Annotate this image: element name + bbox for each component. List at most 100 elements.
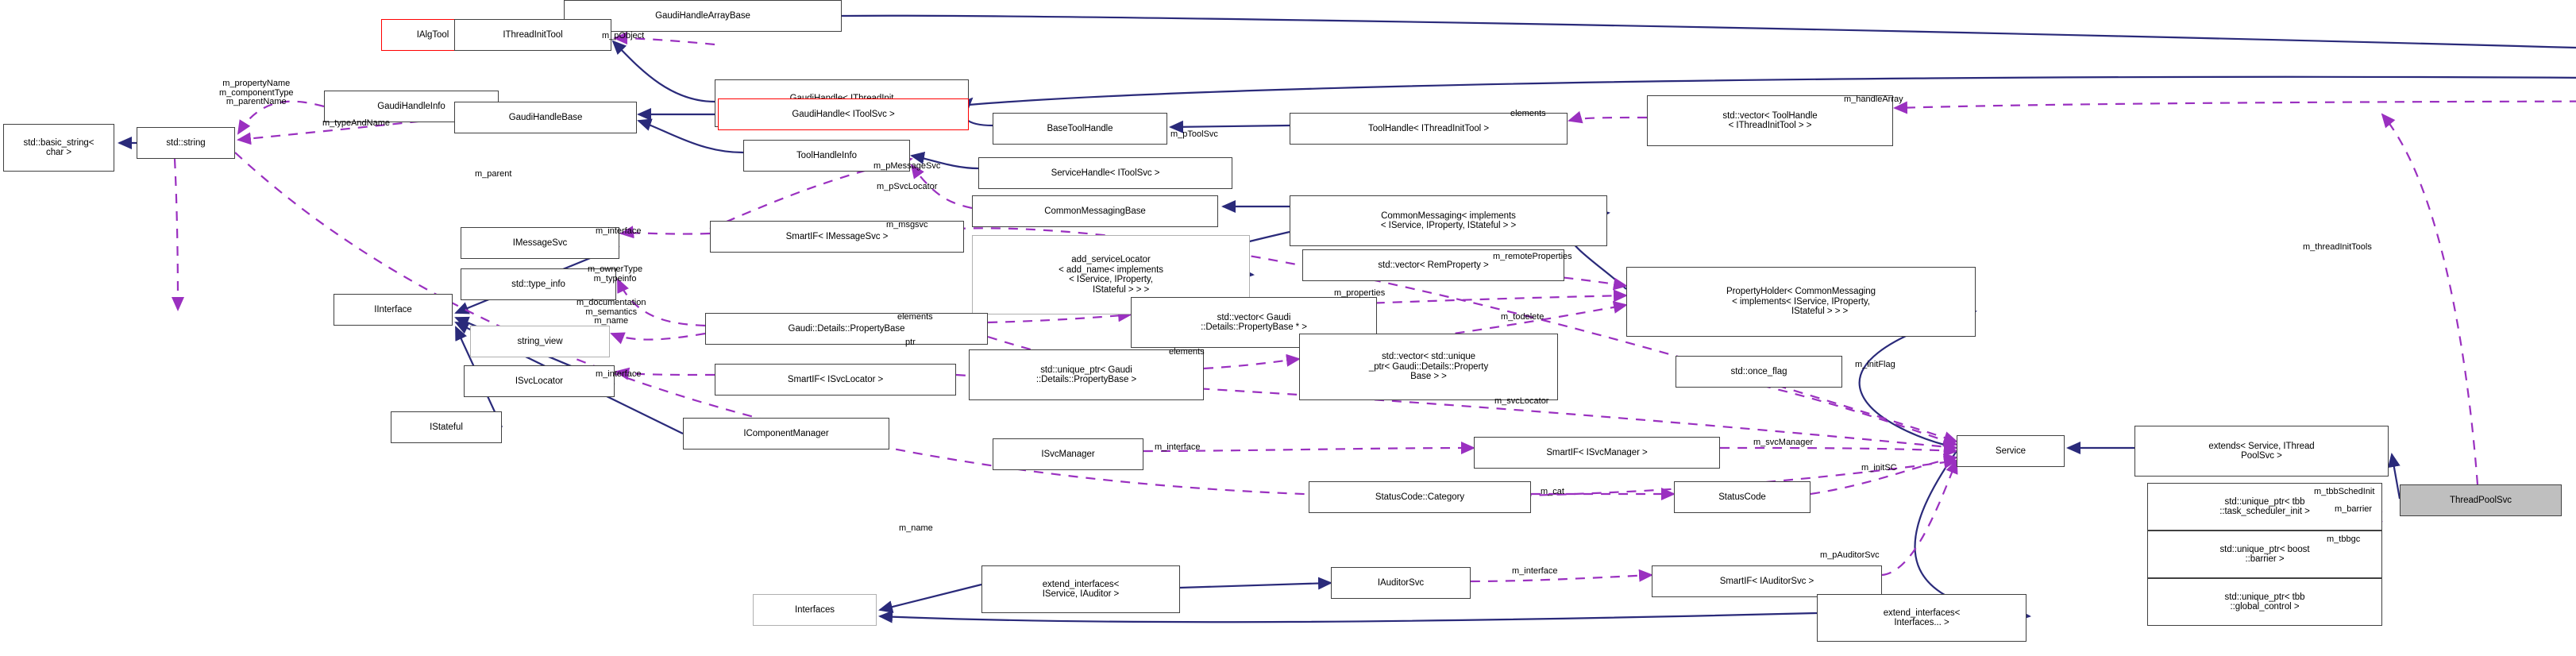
- edge-label-m_threadInitTools: m_threadInitTools: [2303, 242, 2372, 252]
- class-node-stdOnceFlag[interactable]: std::once_flag: [1676, 356, 1842, 388]
- class-node-stdString[interactable]: std::string: [137, 127, 235, 159]
- class-node-stdUniquePtrTaskSchedulerInit[interactable]: std::unique_ptr< tbb ::task_scheduler_in…: [2147, 483, 2382, 531]
- class-node-commonMessagingImplements[interactable]: CommonMessaging< implements < IService, …: [1290, 195, 1607, 246]
- edge-label-m_tbbSchedInit: m_tbbSchedInit: [2314, 487, 2375, 496]
- class-node-label: SmartIF< ISvcManager >: [1546, 447, 1648, 457]
- edge-label-m_interface_svclocator: m_interface: [596, 369, 642, 379]
- class-node-label: SmartIF< ISvcLocator >: [787, 374, 884, 384]
- class-node-label: std::basic_string< char >: [23, 137, 94, 158]
- class-node-stdBasicString[interactable]: std::basic_string< char >: [3, 124, 114, 172]
- class-node-smartIFISvcManager[interactable]: SmartIF< ISvcManager >: [1474, 437, 1720, 469]
- class-node-label: string_view: [517, 336, 563, 346]
- class-node-baseToolHandle[interactable]: BaseToolHandle: [993, 113, 1167, 145]
- class-node-stdUniquePtrGlobalControl[interactable]: std::unique_ptr< tbb ::global_control >: [2147, 578, 2382, 626]
- class-node-service[interactable]: Service: [1957, 435, 2065, 467]
- edge-label-m_barrier: m_barrier: [2335, 504, 2373, 514]
- class-node-iInterface[interactable]: IInterface: [334, 294, 453, 326]
- class-node-stdUniquePtrGaudiProperty[interactable]: std::unique_ptr< Gaudi ::Details::Proper…: [969, 349, 1204, 400]
- class-node-iStateful[interactable]: IStateful: [391, 411, 502, 443]
- class-node-label: PropertyHolder< CommonMessaging < implem…: [1726, 287, 1876, 317]
- class-node-iAuditorSvc[interactable]: IAuditorSvc: [1331, 567, 1471, 599]
- class-node-threadPoolSvc[interactable]: ThreadPoolSvc: [2400, 484, 2562, 516]
- edge-label-m_pMessageSvc: m_pMessageSvc: [873, 161, 941, 171]
- class-node-iSvcManager[interactable]: ISvcManager: [993, 438, 1143, 470]
- class-node-label: ISvcLocator: [515, 376, 564, 386]
- class-node-label: std::unique_ptr< tbb ::global_control >: [2224, 592, 2305, 612]
- class-node-label: extend_interfaces< IService, IAuditor >: [1042, 579, 1120, 600]
- class-node-gaudiHandleIToolSvc[interactable]: GaudiHandle< IToolSvc >: [718, 98, 969, 130]
- class-node-commonMessagingBase[interactable]: CommonMessagingBase: [972, 195, 1218, 227]
- class-node-label: IAuditorSvc: [1377, 577, 1425, 588]
- edge-label-m_msgsvc: m_msgsvc: [886, 220, 928, 230]
- edge-label-m_properties: m_properties: [1334, 288, 1386, 298]
- class-node-label: BaseToolHandle: [1047, 123, 1113, 133]
- class-node-label: Service: [1996, 446, 2026, 456]
- class-node-stdTypeInfo[interactable]: std::type_info: [461, 268, 616, 300]
- edge-label-m_pObject: m_pObject: [602, 31, 645, 41]
- class-node-iThreadInitTool[interactable]: IThreadInitTool: [454, 19, 611, 51]
- class-node-stringView[interactable]: string_view: [470, 326, 610, 357]
- class-node-label: std::vector< ToolHandle < IThreadInitToo…: [1722, 110, 1818, 131]
- class-node-label: Interfaces: [795, 604, 835, 615]
- class-node-label: SmartIF< IAuditorSvc >: [1719, 576, 1814, 586]
- class-node-label: std::unique_ptr< tbb ::task_scheduler_in…: [2219, 496, 2310, 517]
- class-node-label: GaudiHandleBase: [508, 112, 583, 122]
- class-node-extendsServiceIThreadPoolSvc[interactable]: extends< Service, IThread PoolSvc >: [2134, 426, 2389, 477]
- edge-label-m_pToolSvc: m_pToolSvc: [1170, 129, 1218, 139]
- class-node-stdUniquePtrBoostBarrier[interactable]: std::unique_ptr< boost ::barrier >: [2147, 531, 2382, 578]
- class-node-smartIFIMessageSvc[interactable]: SmartIF< IMessageSvc >: [710, 221, 964, 253]
- edge-label-m_interface_auditor: m_interface: [1512, 566, 1558, 576]
- class-node-smartIFISvcLocator[interactable]: SmartIF< ISvcLocator >: [715, 364, 956, 396]
- class-node-stdVectorToolHandle[interactable]: std::vector< ToolHandle < IThreadInitToo…: [1647, 95, 1893, 146]
- edge-label-m_initSC: m_initSC: [1861, 463, 1897, 473]
- class-node-label: ServiceHandle< IToolSvc >: [1051, 168, 1160, 178]
- class-node-addServiceLocator[interactable]: add_serviceLocator < add_name< implement…: [972, 235, 1250, 314]
- class-node-stdVectorRemProperty[interactable]: std::vector< RemProperty >: [1302, 249, 1564, 281]
- edge-label-m_typeAndName: m_typeAndName: [322, 118, 390, 128]
- edge-label-m_pAuditorSvc: m_pAuditorSvc: [1820, 550, 1880, 560]
- class-node-gaudiDetailsPropertyBase[interactable]: Gaudi::Details::PropertyBase: [705, 313, 988, 345]
- edge-label-m_tbbgc: m_tbbgc: [2327, 534, 2361, 544]
- edge-label-m_interface_svcmanager: m_interface: [1155, 442, 1201, 452]
- class-node-extendInterfacesIServiceIAuditor[interactable]: extend_interfaces< IService, IAuditor >: [981, 565, 1180, 613]
- class-node-label: std::unique_ptr< boost ::barrier >: [2219, 544, 2310, 565]
- class-node-propertyHolder[interactable]: PropertyHolder< CommonMessaging < implem…: [1626, 267, 1976, 337]
- class-node-iComponentManager[interactable]: IComponentManager: [683, 418, 889, 450]
- class-node-label: IMessageSvc: [512, 237, 568, 248]
- class-node-gaudiHandleArrayBase[interactable]: GaudiHandleArrayBase: [564, 0, 842, 32]
- class-node-label: CommonMessaging< implements < IService, …: [1380, 210, 1517, 231]
- class-node-serviceHandleIToolSvc[interactable]: ServiceHandle< IToolSvc >: [978, 157, 1232, 189]
- class-node-label: IThreadInitTool: [503, 29, 563, 40]
- class-node-gaudiHandleBase[interactable]: GaudiHandleBase: [454, 102, 637, 133]
- class-node-label: extend_interfaces< Interfaces... >: [1883, 608, 1961, 628]
- edge-label-elements_mid: elements: [897, 312, 933, 322]
- class-node-statusCode[interactable]: StatusCode: [1674, 481, 1811, 513]
- edge-label-ptr: ptr: [905, 338, 916, 347]
- edge-label-m_ownerType_typeinfo: m_ownerType m_typeinfo: [588, 264, 643, 284]
- class-node-iSvcLocator[interactable]: ISvcLocator: [464, 365, 615, 397]
- class-node-toolHandleIThreadInitTool[interactable]: ToolHandle< IThreadInitTool >: [1290, 113, 1568, 145]
- edge-label-m_documentation_semantics_name: m_documentation m_semantics m_name: [577, 298, 646, 326]
- class-node-label: CommonMessagingBase: [1044, 206, 1146, 216]
- edge-label-m_name: m_name: [899, 523, 933, 533]
- edge-label-m_todelete: m_todelete: [1501, 312, 1544, 322]
- class-node-label: IInterface: [374, 304, 412, 314]
- class-node-label: ThreadPoolSvc: [2450, 495, 2512, 505]
- class-node-smartIFIAuditorSvc[interactable]: SmartIF< IAuditorSvc >: [1652, 565, 1882, 597]
- edge-label-m_initFlag: m_initFlag: [1855, 360, 1895, 369]
- class-node-statusCodeCategory[interactable]: StatusCode::Category: [1309, 481, 1531, 513]
- class-node-label: Gaudi::Details::PropertyBase: [788, 323, 905, 334]
- class-node-label: GaudiHandleArrayBase: [655, 10, 750, 21]
- class-node-interfaces[interactable]: Interfaces: [753, 594, 877, 626]
- class-node-iMessageSvc[interactable]: IMessageSvc: [461, 227, 619, 259]
- class-node-label: add_serviceLocator < add_name< implement…: [1059, 255, 1163, 295]
- class-node-label: StatusCode::Category: [1375, 492, 1465, 502]
- class-node-label: ISvcManager: [1041, 449, 1095, 459]
- class-node-extendInterfacesInterfaces[interactable]: extend_interfaces< Interfaces... >: [1817, 594, 2026, 642]
- class-node-toolHandleInfo[interactable]: ToolHandleInfo: [743, 140, 910, 172]
- class-node-stdVectorUniquePtrProperty[interactable]: std::vector< std::unique _ptr< Gaudi::De…: [1299, 334, 1558, 400]
- edge-label-m_remoteProperties: m_remoteProperties: [1493, 252, 1572, 261]
- edge-label-m_svcLocator: m_svcLocator: [1494, 396, 1549, 406]
- edge-label-elements_mid2: elements: [1169, 347, 1205, 357]
- edge-label-m_pSvcLocator: m_pSvcLocator: [877, 182, 938, 191]
